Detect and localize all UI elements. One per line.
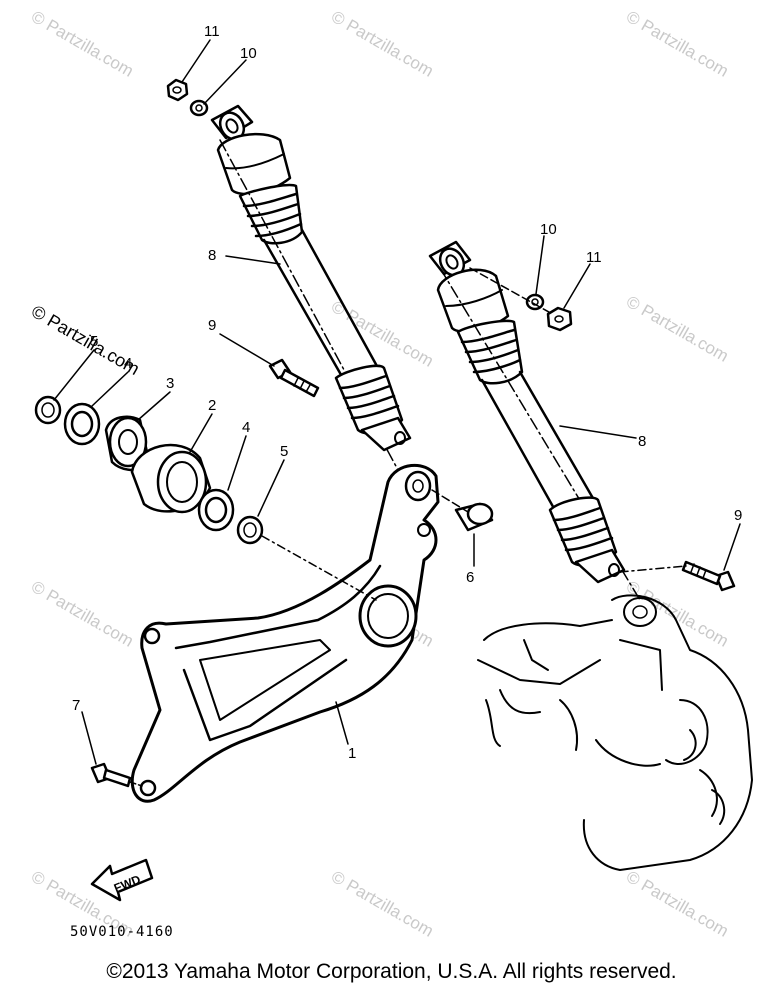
callout-6: 6 [466, 569, 474, 586]
watermark-5: © Partzilla.com [623, 292, 732, 366]
callout-numbers: 11 10 8 9 5 4 3 2 4 5 6 1 7 10 11 8 9 [72, 23, 742, 762]
washer-5-left [34, 395, 62, 425]
callout-5-left: 5 [90, 333, 98, 350]
callout-5-right: 5 [280, 443, 288, 460]
callout-4-right: 4 [242, 419, 250, 436]
watermark-1: © Partzilla.com [28, 7, 137, 81]
callout-10-right: 10 [540, 221, 557, 238]
collar-2 [130, 443, 212, 514]
bolt-7 [90, 762, 143, 788]
nut-11-left [166, 78, 189, 102]
shock-absorber-left [210, 104, 426, 521]
watermark-6: © Partzilla.com [28, 577, 137, 651]
bolt-9-upper [268, 358, 320, 398]
callout-2: 2 [208, 397, 216, 414]
nut-11-right [546, 306, 573, 332]
watermark-3: © Partzilla.com [623, 7, 732, 81]
copyright-notice: ©2013 Yamaha Motor Corporation, U.S.A. A… [106, 960, 677, 983]
seal-4-right [197, 488, 235, 532]
engine-case-outline [477, 594, 753, 871]
watermark-11: © Partzilla.com [623, 867, 732, 941]
callout-9-right: 9 [734, 507, 742, 524]
watermark-8: © Partzilla.com [623, 577, 732, 651]
washer-10-right [469, 267, 557, 317]
seal-4-left [63, 402, 101, 446]
callout-8-left: 8 [208, 247, 216, 264]
callout-9-upper: 9 [208, 317, 216, 334]
washer-5-right [236, 515, 377, 601]
callout-11-left: 11 [204, 23, 220, 40]
callout-4-left: 4 [124, 355, 132, 372]
fwd-arrow-icon: FWD [90, 858, 154, 902]
callout-1: 1 [348, 745, 356, 762]
watermark-10: © Partzilla.com [328, 867, 437, 941]
washer-10-left [189, 99, 209, 117]
callout-leaders [53, 39, 741, 765]
callout-11-right: 11 [586, 249, 602, 266]
shock-bracket-arm [130, 463, 440, 803]
callout-10-left: 10 [240, 45, 257, 62]
bolt-9-right [619, 560, 736, 592]
diagram-code: 50V010-4160 [70, 924, 174, 940]
collar-6 [431, 489, 494, 532]
callout-7: 7 [72, 697, 80, 714]
callout-3: 3 [166, 375, 174, 392]
shock-absorber-right [428, 240, 641, 601]
watermark-2: © Partzilla.com [328, 7, 437, 81]
callout-8-right: 8 [638, 433, 646, 450]
